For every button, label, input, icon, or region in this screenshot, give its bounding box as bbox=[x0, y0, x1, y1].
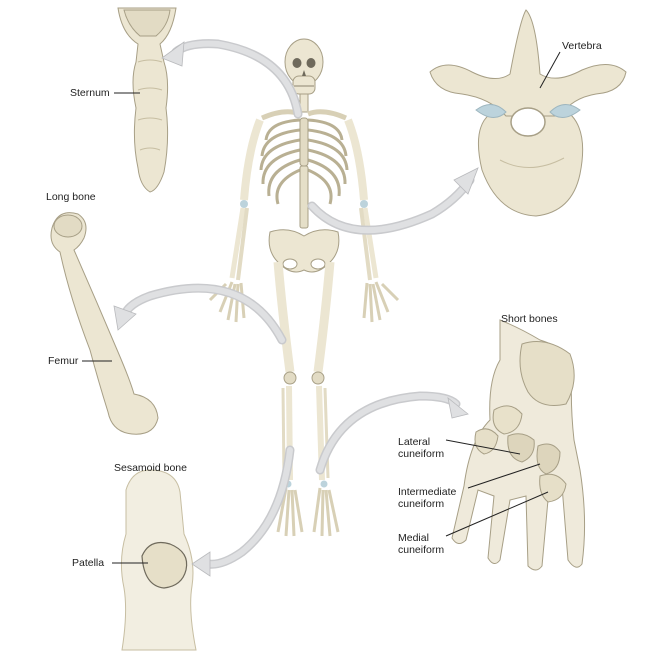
lumbar-spine bbox=[299, 165, 309, 229]
leader-intermediate-cuneiform bbox=[467, 463, 541, 489]
full-skeleton bbox=[208, 38, 400, 537]
sternum-bone bbox=[117, 7, 177, 193]
label-medial-cuneiform: Medial cuneiform bbox=[398, 532, 445, 556]
humerus-right bbox=[344, 118, 368, 201]
leader-lateral-cuneiform bbox=[445, 439, 521, 455]
leader-vertebra bbox=[539, 51, 561, 89]
header-sesamoid-bone: Sesamoid bone bbox=[114, 462, 187, 474]
header-long-bone: Long bone bbox=[46, 191, 96, 203]
clavicle-right bbox=[307, 109, 347, 121]
connector-arrows bbox=[113, 39, 479, 577]
femur-bone bbox=[50, 212, 159, 435]
skull bbox=[284, 38, 324, 95]
leader-medial-cuneiform bbox=[445, 491, 549, 537]
foot-right bbox=[312, 487, 340, 537]
humerus-left bbox=[240, 118, 264, 201]
label-vertebra: Vertebra bbox=[562, 40, 602, 52]
vertebra-bone bbox=[429, 9, 627, 217]
femur-right-skeleton bbox=[313, 261, 335, 373]
foot-bones bbox=[451, 319, 586, 571]
ribcage bbox=[259, 118, 349, 205]
label-intermediate-cuneiform: Intermediate cuneiform bbox=[398, 486, 457, 510]
knee-with-patella bbox=[120, 469, 197, 651]
label-patella: Patella bbox=[72, 557, 105, 569]
leader-lines bbox=[82, 51, 561, 564]
label-lateral-cuneiform: Lateral cuneiform bbox=[398, 436, 445, 460]
hand-right bbox=[362, 281, 400, 323]
patella-bone bbox=[141, 541, 188, 589]
femur-left-skeleton bbox=[273, 261, 295, 373]
label-sternum: Sternum bbox=[70, 87, 110, 99]
header-short-bones: Short bones bbox=[501, 313, 558, 325]
label-femur: Femur bbox=[48, 355, 79, 367]
